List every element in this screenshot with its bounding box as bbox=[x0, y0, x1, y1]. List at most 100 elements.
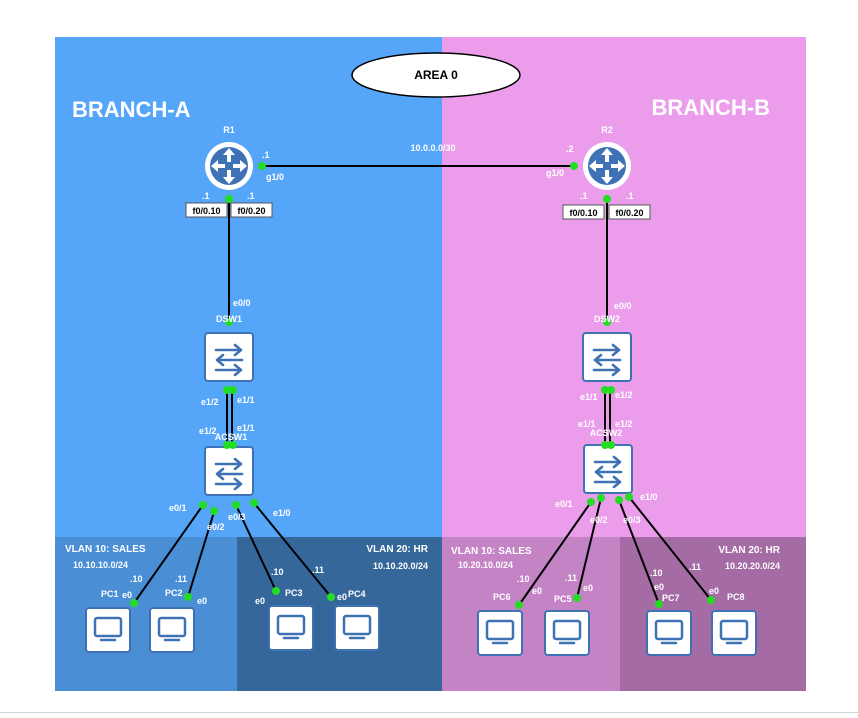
branch-b-vlan10-zone bbox=[442, 537, 620, 691]
pc1-icon[interactable] bbox=[85, 607, 131, 653]
port-dot bbox=[223, 386, 231, 394]
r1-sub1-ip: .1 bbox=[202, 191, 210, 201]
port-dot bbox=[225, 318, 233, 326]
port-dot bbox=[573, 594, 581, 602]
pc6-name: PC6 bbox=[493, 592, 511, 602]
pc5-name: PC5 bbox=[554, 594, 572, 604]
r2-g-port: g1/0 bbox=[546, 168, 564, 178]
r2-name: R2 bbox=[601, 125, 613, 135]
port-dot bbox=[587, 498, 595, 506]
acsw2-pc8-link bbox=[628, 496, 712, 601]
pc6-port: e0 bbox=[532, 586, 542, 596]
pc7-port: e0 bbox=[654, 582, 664, 592]
port-dot bbox=[603, 318, 611, 326]
pc7-ip: .10 bbox=[650, 568, 663, 578]
port-dot bbox=[707, 596, 715, 604]
port-dot bbox=[225, 195, 233, 203]
port-dot bbox=[615, 496, 623, 504]
bottom-divider bbox=[0, 712, 858, 713]
pc2-port: e0 bbox=[197, 596, 207, 606]
pc7-icon[interactable] bbox=[646, 610, 692, 656]
links bbox=[133, 165, 712, 606]
acsw1-pc2-link bbox=[187, 511, 215, 598]
branch-a-vlan20-name: VLAN 20: HR bbox=[366, 544, 428, 555]
branch-b-vlan20-subnet: 10.20.20.0/24 bbox=[725, 561, 780, 571]
pc6-ip: .10 bbox=[517, 574, 530, 584]
port-dot bbox=[272, 587, 280, 595]
pc6-icon[interactable] bbox=[477, 610, 523, 656]
port-dot bbox=[607, 441, 615, 449]
pc1-name: PC1 bbox=[101, 589, 119, 599]
acsw2-name: ACSW2 bbox=[590, 428, 623, 438]
pc7-name: PC7 bbox=[662, 593, 680, 603]
acsw2-pc7-link bbox=[618, 499, 660, 605]
port-dot bbox=[229, 386, 237, 394]
acsw1-port-4: e1/0 bbox=[273, 508, 291, 518]
dsw2-name: DSW2 bbox=[594, 314, 620, 324]
acsw2-port-2: e0/2 bbox=[590, 515, 608, 525]
pc1-port: e0 bbox=[122, 590, 132, 600]
r1-sub2-ip: .1 bbox=[247, 191, 255, 201]
r1-g-ip: .1 bbox=[262, 150, 270, 160]
pc4-ip: .11 bbox=[312, 565, 324, 575]
pc4-name: PC4 bbox=[348, 589, 366, 599]
pc3-port: e0 bbox=[255, 596, 265, 606]
pc5-port: e0 bbox=[583, 583, 593, 593]
pc2-ip: .11 bbox=[175, 574, 187, 584]
r1-sub1-label: f0/0.10 bbox=[192, 206, 220, 216]
dsw1-name: DSW1 bbox=[216, 314, 242, 324]
switch-dsw2-icon[interactable] bbox=[582, 332, 632, 382]
acsw1-pc4-link bbox=[253, 502, 332, 598]
router-r2-icon[interactable] bbox=[583, 142, 631, 190]
r2-sub2-label: f0/0.20 bbox=[615, 208, 643, 218]
port-dot bbox=[258, 162, 266, 170]
acsw1-left-port: e1/2 bbox=[199, 426, 217, 436]
acsw2-left-port: e1/1 bbox=[578, 419, 596, 429]
branch-a-vlan20-subnet: 10.10.20.0/24 bbox=[373, 561, 428, 571]
acsw1-name: ACSW1 bbox=[215, 432, 248, 442]
switch-acsw1-icon[interactable] bbox=[204, 446, 254, 496]
port-dot bbox=[232, 501, 240, 509]
acsw1-right-port: e1/1 bbox=[237, 423, 255, 433]
r1-sub2-label: f0/0.20 bbox=[237, 206, 265, 216]
port-dot bbox=[223, 441, 231, 449]
port-dot bbox=[210, 507, 218, 515]
port-dot bbox=[625, 493, 633, 501]
area-label: AREA 0 bbox=[414, 68, 458, 82]
acsw2-port-4: e1/0 bbox=[640, 492, 658, 502]
branch-b-vlan20-name: VLAN 20: HR bbox=[718, 545, 780, 556]
branch-a-vlan10-name: VLAN 10: SALES bbox=[65, 544, 146, 555]
port-dots bbox=[130, 162, 715, 609]
port-dot bbox=[570, 162, 578, 170]
branch-a-vlan10-subnet: 10.10.10.0/24 bbox=[73, 560, 128, 570]
branch-a-title: BRANCH-A bbox=[72, 97, 191, 122]
router-r1-icon[interactable] bbox=[205, 142, 253, 190]
pc4-port: e0 bbox=[337, 592, 347, 602]
pc3-icon[interactable] bbox=[268, 605, 314, 651]
port-dot bbox=[603, 195, 611, 203]
port-dot bbox=[250, 499, 258, 507]
switch-dsw1-icon[interactable] bbox=[204, 332, 254, 382]
acsw2-right-port: e1/2 bbox=[615, 419, 633, 429]
port-dot bbox=[130, 599, 138, 607]
dsw1-left-port: e1/2 bbox=[201, 397, 219, 407]
acsw1-port-1: e0/1 bbox=[169, 503, 187, 513]
dsw1-uplink: e0/0 bbox=[233, 298, 251, 308]
port-dot bbox=[515, 601, 523, 609]
port-dot bbox=[327, 593, 335, 601]
pc2-icon[interactable] bbox=[149, 607, 195, 653]
pc8-icon[interactable] bbox=[711, 610, 757, 656]
port-dot bbox=[601, 441, 609, 449]
pc4-icon[interactable] bbox=[334, 605, 380, 651]
acsw2-pc5-link bbox=[576, 497, 602, 599]
pc2-name: PC2 bbox=[165, 588, 183, 598]
branch-b-vlan10-name: VLAN 10: SALES bbox=[451, 546, 532, 557]
switch-acsw2-icon[interactable] bbox=[583, 444, 633, 494]
pc5-icon[interactable] bbox=[544, 610, 590, 656]
acsw1-port-2: e0/2 bbox=[207, 522, 225, 532]
wan-subnet: 10.0.0.0/30 bbox=[410, 143, 455, 153]
dsw2-uplink: e0/0 bbox=[614, 301, 632, 311]
pc3-name: PC3 bbox=[285, 588, 303, 598]
r1-name: R1 bbox=[223, 125, 235, 135]
